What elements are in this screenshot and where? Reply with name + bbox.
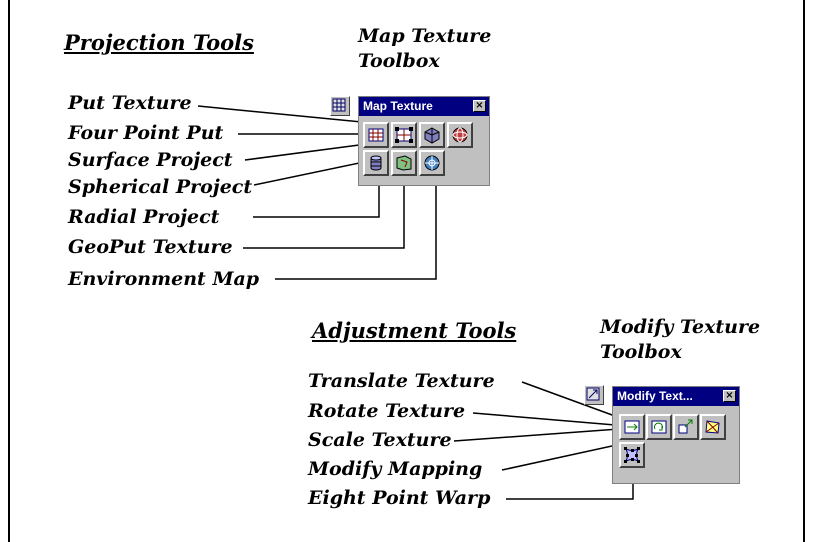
translate-texture-button[interactable] (619, 414, 645, 440)
four-point-put-button[interactable] (391, 122, 417, 148)
radial-project-button[interactable] (363, 150, 389, 176)
close-button[interactable]: × (473, 100, 486, 112)
scale-texture-icon (678, 419, 693, 434)
modify-mapping-button[interactable] (700, 414, 726, 440)
projection-tools-heading: Projection Tools (64, 30, 254, 55)
map-texture-titlebar[interactable]: Map Texture × (359, 97, 489, 116)
environment-map-icon (424, 155, 440, 171)
label-eight-point-warp: Eight Point Warp (308, 487, 491, 509)
caption-line-1: Modify Texture (600, 316, 761, 338)
leader-put-texture (197, 105, 373, 124)
eight-point-warp-icon (624, 447, 640, 463)
label-spherical-project: Spherical Project (68, 176, 253, 198)
map-texture-window-title: Map Texture (363, 99, 433, 113)
close-icon: × (725, 390, 734, 401)
leader-environment-map (275, 172, 437, 280)
texture-arrow-icon (586, 387, 600, 401)
close-icon: × (475, 100, 484, 111)
label-surface-project: Surface Project (68, 149, 233, 171)
eight-point-warp-button[interactable] (619, 442, 645, 468)
map-texture-toolbox-caption: Map Texture Toolbox (358, 24, 491, 74)
label-translate-texture: Translate Texture (308, 370, 495, 392)
surface-project-button[interactable] (419, 122, 445, 148)
surface-project-icon (424, 127, 440, 144)
label-put-texture: Put Texture (68, 92, 192, 114)
map-texture-toolbox: Map Texture × (358, 96, 490, 186)
label-rotate-texture: Rotate Texture (308, 400, 466, 422)
label-scale-texture: Scale Texture (308, 429, 452, 451)
spherical-project-icon (452, 127, 468, 143)
modify-texture-toolbox-caption: Modify Texture Toolbox (600, 315, 760, 365)
modify-mapping-icon (705, 420, 720, 434)
scale-texture-button[interactable] (673, 414, 699, 440)
modify-texture-system-icon[interactable] (584, 385, 604, 405)
modify-texture-titlebar[interactable]: Modify Text... × (613, 387, 739, 406)
label-geoput-texture: GeoPut Texture (68, 236, 233, 258)
map-texture-system-icon[interactable] (330, 96, 350, 116)
put-texture-icon (368, 128, 384, 142)
environment-map-button[interactable] (419, 150, 445, 176)
leader-geoput-texture (243, 172, 405, 249)
geoput-texture-icon (396, 155, 412, 171)
rotate-texture-button[interactable] (646, 414, 672, 440)
caption-line-2: Toolbox (358, 50, 440, 72)
spherical-project-button[interactable] (447, 122, 473, 148)
geoput-texture-button[interactable] (391, 150, 417, 176)
leader-radial-project (253, 172, 380, 218)
adjustment-tools-heading: Adjustment Tools (312, 318, 517, 343)
label-four-point-put: Four Point Put (68, 122, 224, 144)
translate-texture-icon (624, 420, 640, 434)
close-button[interactable]: × (723, 390, 736, 402)
diagram-frame (8, 0, 805, 542)
label-modify-mapping: Modify Mapping (308, 458, 483, 480)
label-radial-project: Radial Project (68, 206, 220, 228)
modify-texture-toolbox: Modify Text... × (612, 386, 740, 484)
radial-project-icon (370, 155, 382, 171)
rotate-texture-icon (651, 420, 667, 434)
leader-rotate-texture (472, 412, 628, 427)
caption-line-1: Map Texture (358, 25, 492, 47)
four-point-put-icon (395, 127, 413, 143)
put-texture-button[interactable] (363, 122, 389, 148)
modify-texture-window-title: Modify Text... (617, 389, 693, 403)
caption-line-2: Toolbox (600, 341, 682, 363)
label-environment-map: Environment Map (68, 268, 260, 290)
texture-grid-icon (332, 98, 346, 112)
